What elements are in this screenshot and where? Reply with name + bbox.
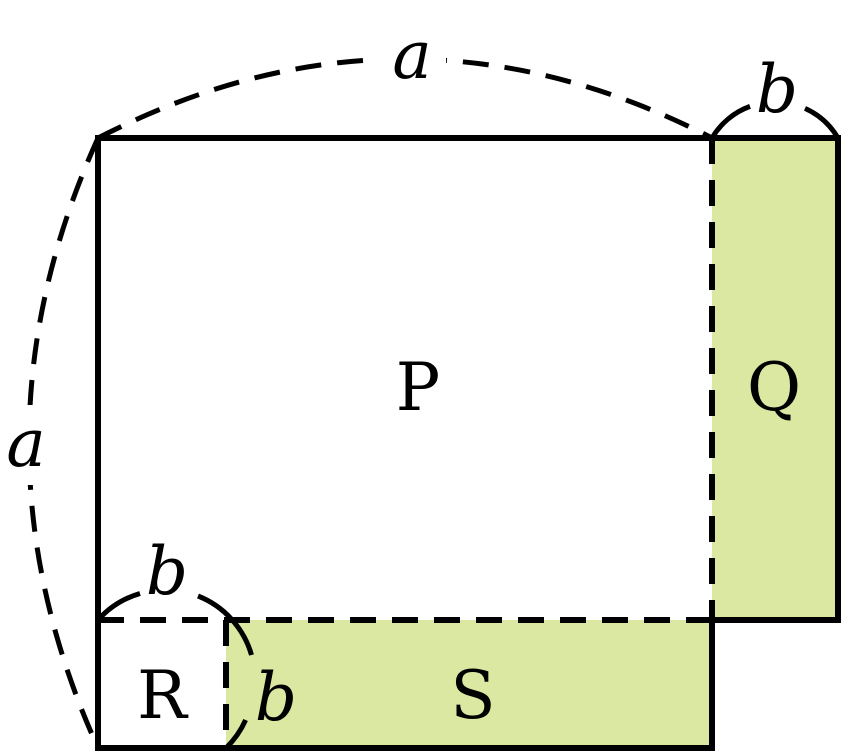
- label-top-a: a: [392, 17, 431, 94]
- top-a-arc: [96, 56, 714, 141]
- label-r: R: [137, 657, 189, 734]
- left-a-label-mask: [0, 405, 56, 485]
- label-r-top-b: b: [146, 533, 188, 610]
- r-b-arc: [96, 591, 254, 750]
- label-left-a: a: [6, 405, 45, 482]
- region-s-fill: [226, 620, 712, 748]
- label-q-b: b: [756, 51, 798, 128]
- top-a-label-mask: [378, 20, 446, 90]
- q-b-arc: [709, 104, 841, 140]
- label-p: P: [396, 349, 440, 426]
- label-s: S: [450, 657, 495, 734]
- label-r-right-b: b: [255, 659, 297, 736]
- label-q: Q: [747, 349, 801, 426]
- region-q-fill: [712, 138, 838, 620]
